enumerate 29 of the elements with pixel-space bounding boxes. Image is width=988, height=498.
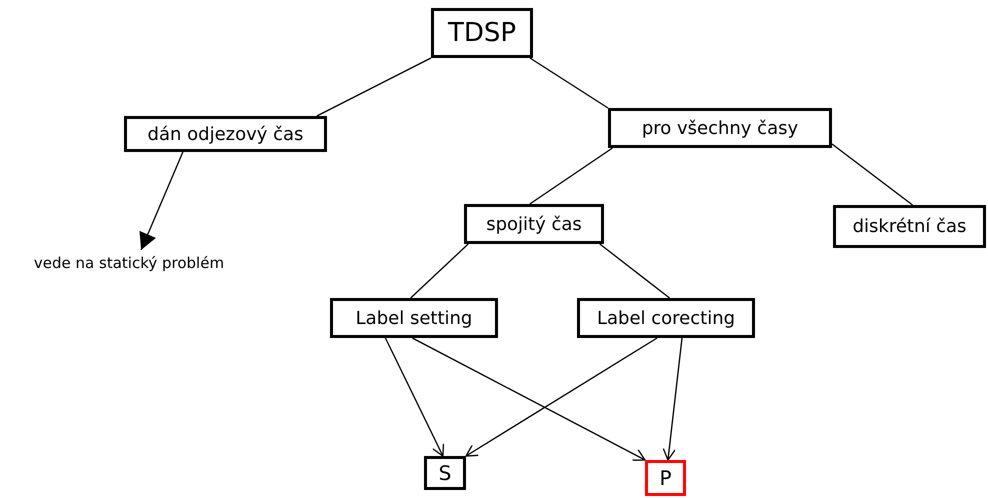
connector-line — [599, 243, 670, 299]
node-box — [608, 108, 832, 148]
node-box — [577, 298, 755, 338]
node-box — [833, 205, 986, 248]
arrow — [412, 337, 646, 461]
node-box — [424, 456, 466, 490]
node-label: dán odjezový čas — [148, 124, 304, 144]
node-label: diskrétní čas — [852, 216, 966, 237]
connector-line — [832, 143, 913, 206]
node-label: Label setting — [356, 308, 472, 328]
connector-line — [410, 244, 469, 298]
connector-line — [529, 147, 613, 205]
connector-line — [316, 57, 432, 117]
node-box — [124, 116, 327, 152]
node-box — [464, 204, 604, 244]
node-label: pro všechny časy — [642, 118, 798, 138]
node-label: S — [438, 461, 452, 485]
node-label: spojitý čas — [486, 214, 582, 234]
node-box — [431, 8, 533, 58]
arrow — [139, 152, 184, 250]
node-label: P — [659, 466, 672, 490]
connector-line — [530, 57, 608, 109]
node-box — [645, 460, 686, 496]
node-box — [330, 298, 498, 338]
node-label: TDSP — [448, 18, 516, 48]
node-label: Label corecting — [596, 308, 736, 328]
arrow — [384, 338, 444, 457]
arrow — [465, 337, 658, 457]
arrow — [662, 338, 683, 461]
